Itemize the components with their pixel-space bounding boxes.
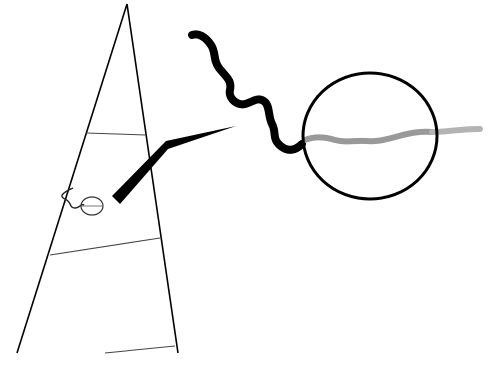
sail-seam-2 [50,238,160,255]
sail-seam-3 [105,346,175,353]
grey-telltale [305,129,480,141]
sail [17,4,178,353]
pointer-wedge [112,126,236,204]
pointer-wedge-shape [112,126,236,204]
sail-seam-1 [86,133,146,135]
grey-telltale-outside [432,129,480,132]
sail-luff-line [17,4,127,353]
grey-telltale-inside [305,132,432,142]
